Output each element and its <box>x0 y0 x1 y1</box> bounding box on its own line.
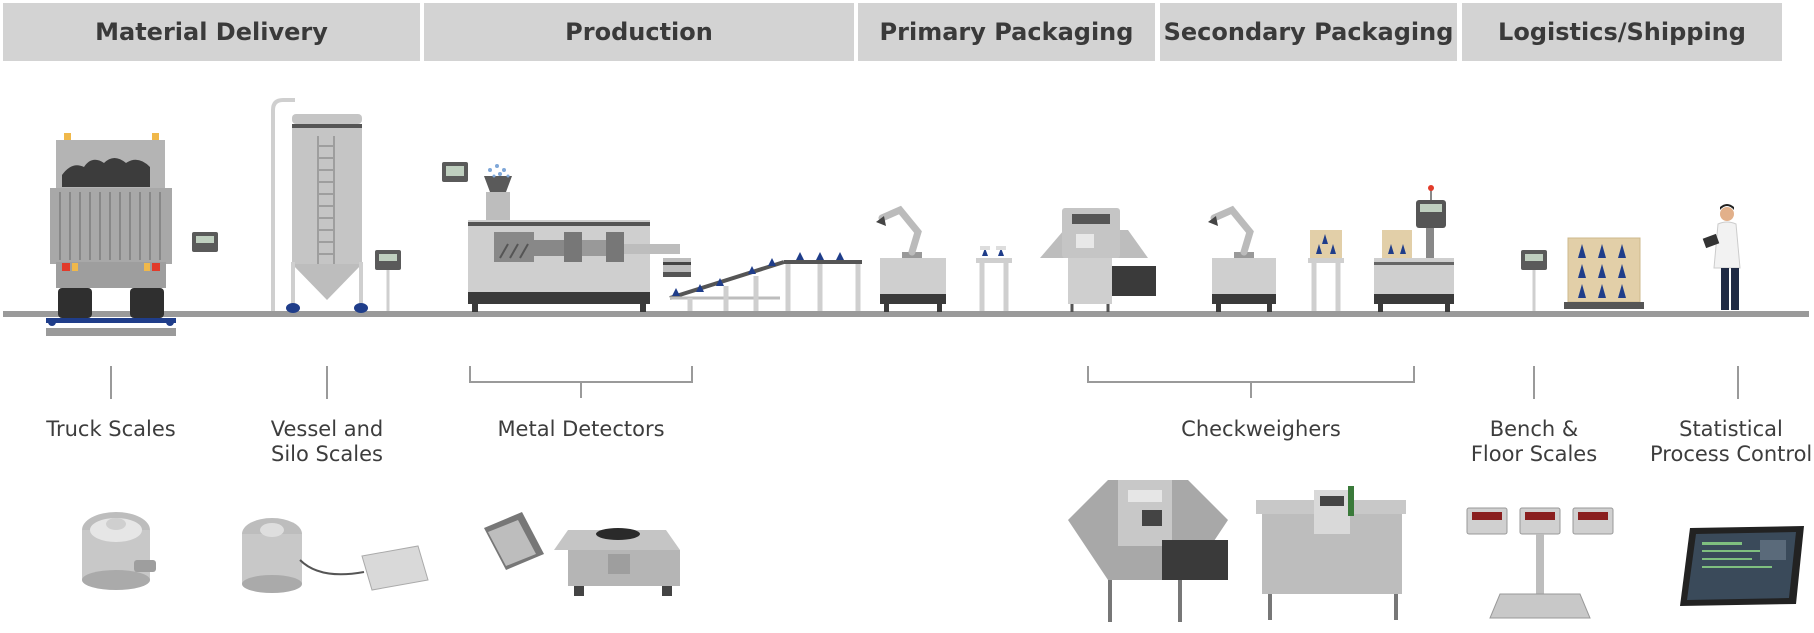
silo-load-cell-product <box>242 518 429 593</box>
product-label-bench: Bench & Floor Scales <box>1454 417 1614 467</box>
checkweigher-station <box>1040 208 1156 312</box>
label-line: Silo Scales <box>271 442 383 466</box>
stage-label: Production <box>565 18 713 46</box>
product-label-truck: Truck Scales <box>11 417 211 442</box>
production-floor-line <box>3 311 1809 317</box>
bracket-check <box>1087 366 1415 398</box>
silo-illustration <box>271 98 368 313</box>
silo-terminal <box>375 250 401 311</box>
spc-tablet-product <box>1680 526 1804 606</box>
stage-header-secondary: Secondary Packaging <box>1160 3 1457 61</box>
label-line: Bench & <box>1489 417 1579 441</box>
label-line: Metal Detectors <box>497 417 665 441</box>
stage-header-material: Material Delivery <box>3 3 420 61</box>
checkweigher-products <box>1068 480 1406 622</box>
product-label-spc: Statistical Process Control <box>1650 417 1812 467</box>
label-line: Statistical <box>1679 417 1783 441</box>
production-machine-illustration <box>442 162 680 312</box>
bench-terminal <box>1521 250 1547 311</box>
label-line: Process Control <box>1650 442 1813 466</box>
pallet-of-boxes <box>1564 237 1644 309</box>
product-label-vessel: Vessel and Silo Scales <box>227 417 427 467</box>
stage-header-logistics: Logistics/Shipping <box>1462 3 1782 61</box>
boxed-product-table <box>1308 230 1344 311</box>
truck-terminal <box>192 232 218 252</box>
bench-scale-products <box>1466 507 1614 619</box>
product-table-primary <box>976 246 1012 311</box>
operator-person <box>1702 204 1741 310</box>
product-label-check: Checkweighers <box>1141 417 1381 442</box>
stage-label: Primary Packaging <box>879 18 1134 46</box>
connector-lines <box>110 366 1739 399</box>
label-line: Vessel and <box>270 417 384 441</box>
inline-metal-detector <box>663 258 691 277</box>
bracket-metal <box>469 366 693 398</box>
robot-station-primary <box>876 205 946 312</box>
truck-load-cell-product <box>82 512 156 590</box>
label-line: Checkweighers <box>1181 417 1341 441</box>
metal-detector-products <box>484 512 680 596</box>
stage-label: Logistics/Shipping <box>1498 18 1746 46</box>
stage-label: Secondary Packaging <box>1163 18 1454 46</box>
label-line: Floor Scales <box>1470 442 1598 466</box>
truck-illustration <box>46 133 176 336</box>
label-line: Truck Scales <box>46 417 176 441</box>
product-label-metal: Metal Detectors <box>461 417 701 442</box>
stage-label: Material Delivery <box>95 18 328 46</box>
stage-header-production: Production <box>424 3 854 61</box>
case-checkweigher <box>1374 185 1454 312</box>
robot-station-secondary <box>1208 205 1276 312</box>
stage-header-primary: Primary Packaging <box>858 3 1155 61</box>
incline-conveyor <box>669 252 862 311</box>
